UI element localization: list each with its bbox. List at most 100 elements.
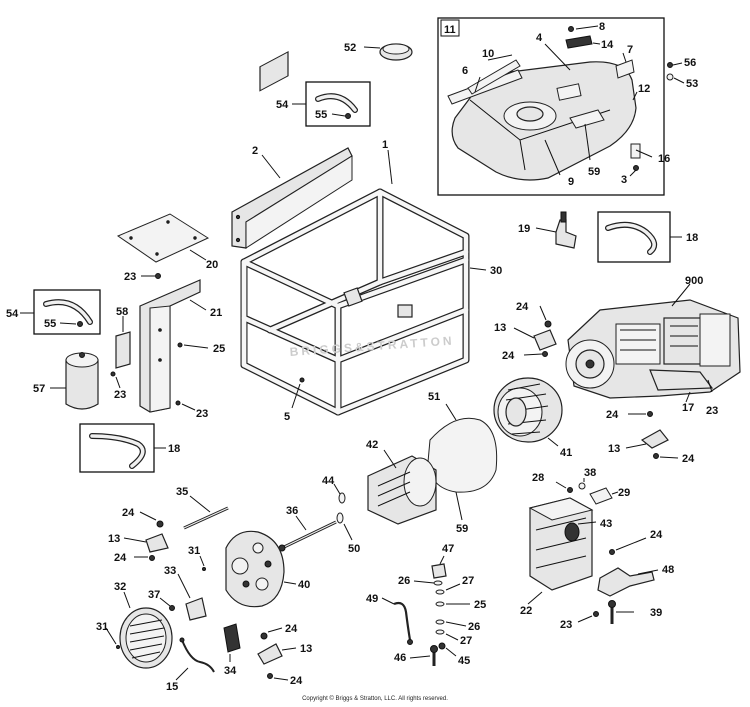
washer-27-b <box>435 629 445 635</box>
terminal-47 <box>431 563 447 579</box>
end-bell-40 <box>225 530 285 608</box>
callout-31-a: 31 <box>188 545 200 557</box>
callout-55-top: 55 <box>315 109 327 121</box>
assembly-number-11: 11 <box>444 24 456 36</box>
callout-34: 34 <box>224 665 237 677</box>
washer-27-a <box>435 589 445 595</box>
callout-55-left: 55 <box>44 318 56 330</box>
panel-20 <box>116 213 210 263</box>
assembly-number-box <box>440 19 460 37</box>
callout-41: 41 <box>560 447 572 459</box>
callout-24-d: 24 <box>682 453 695 465</box>
callout-54-top: 54 <box>276 99 289 111</box>
screw-8 <box>568 26 574 32</box>
nut-24-c <box>647 411 653 417</box>
callout-23-d: 23 <box>706 405 718 417</box>
nut-23-b <box>110 371 116 377</box>
nut-24-f <box>149 555 155 561</box>
callout-24-a: 24 <box>516 301 529 313</box>
ground-wire-49 <box>393 601 412 641</box>
callout-24-g: 24 <box>285 623 298 635</box>
nut-23-e <box>593 611 599 617</box>
callout-42: 42 <box>366 439 378 451</box>
callout-5: 5 <box>284 411 290 423</box>
callout-21: 21 <box>210 307 222 319</box>
fuel-valve-group: 19 18 <box>518 211 698 263</box>
callout-40: 40 <box>298 579 310 591</box>
rotor-group: 42 44 50 <box>322 439 437 555</box>
callout-10: 10 <box>482 48 494 60</box>
callout-20: 20 <box>206 259 218 271</box>
callout-15: 15 <box>166 681 178 693</box>
nut-24-h <box>267 673 273 679</box>
screw-31 <box>116 645 120 649</box>
rod-35-group: 35 <box>176 486 229 530</box>
callout-39: 39 <box>650 607 662 619</box>
brand-watermark: BRIGGS&STRATTON <box>289 334 455 359</box>
bolt-3 <box>633 165 639 171</box>
frame-group: BRIGGS&STRATTON 1 30 5 <box>240 139 502 423</box>
callout-14: 14 <box>601 39 614 51</box>
callout-3: 3 <box>621 174 627 186</box>
callout-4: 4 <box>536 32 543 44</box>
bushing-16 <box>630 143 641 159</box>
callout-57: 57 <box>33 383 45 395</box>
nut-24-e <box>156 520 164 528</box>
end-bell-group: 40 <box>225 530 310 608</box>
callout-45: 45 <box>458 655 470 667</box>
muffler-group: 22 43 28 38 29 <box>520 467 630 617</box>
callout-47: 47 <box>442 543 454 555</box>
wire-15-group: 15 <box>166 637 215 693</box>
callout-9: 9 <box>568 176 574 188</box>
nut-24-b <box>542 351 548 357</box>
callout-24-c: 24 <box>606 409 619 421</box>
callout-22: 22 <box>520 605 532 617</box>
callout-17: 17 <box>682 402 694 414</box>
fuel-hose-box-left: 54 55 <box>6 289 101 335</box>
panel-20-group: 20 23 <box>116 213 218 283</box>
ignition-module-left-group: 24 13 24 <box>108 507 169 564</box>
nut-45 <box>438 642 446 650</box>
module-13-left <box>145 533 169 553</box>
mount-bracket-group: 21 25 23 58 57 23 <box>33 279 225 420</box>
callout-24-f: 24 <box>114 552 127 564</box>
callout-25-a: 25 <box>213 343 225 355</box>
callout-13-a: 13 <box>494 322 506 334</box>
bracket-58 <box>115 331 131 369</box>
callout-28: 28 <box>532 472 544 484</box>
callout-51: 51 <box>428 391 440 403</box>
washer-26-b <box>435 619 445 625</box>
callout-35: 35 <box>176 486 188 498</box>
washer-25-b <box>435 601 445 607</box>
gasket-29 <box>589 487 613 505</box>
callout-23-e: 23 <box>560 619 572 631</box>
fuel-hose-box-top: 54 55 <box>276 81 371 127</box>
nut-28 <box>567 487 573 493</box>
brush-holder-group: 33 37 34 <box>148 565 241 677</box>
callout-25-b: 25 <box>474 599 486 611</box>
callout-13-b: 13 <box>608 443 620 455</box>
callout-18-right: 18 <box>686 232 698 244</box>
bracket-48 <box>597 567 655 597</box>
callout-7: 7 <box>627 44 633 56</box>
washer-44 <box>338 492 346 504</box>
rear-cover-group: 32 31 <box>96 581 173 669</box>
muffler-bracket-group: 24 48 23 39 <box>560 529 674 631</box>
callout-13-d: 13 <box>300 643 312 655</box>
ground-wire-group: 49 47 26 27 25 26 27 45 46 <box>366 543 486 667</box>
callout-46: 46 <box>394 652 406 664</box>
callout-6: 6 <box>462 65 468 77</box>
tank-label-10 <box>467 59 521 95</box>
nut-24-i <box>609 549 615 555</box>
stator-41 <box>493 377 563 443</box>
callout-23-a: 23 <box>124 271 136 283</box>
callout-31-b: 31 <box>96 621 108 633</box>
callout-32: 32 <box>114 581 126 593</box>
callout-53: 53 <box>686 78 698 90</box>
screw-25-a <box>177 342 183 348</box>
stator-group: 51 59 41 <box>427 377 572 535</box>
bracket-13-right <box>640 429 669 449</box>
bracket-13-bottom-group: 24 13 24 <box>257 623 312 687</box>
bracket-13-right-group: 24 13 24 <box>606 409 695 465</box>
nut-24-a <box>544 320 552 328</box>
